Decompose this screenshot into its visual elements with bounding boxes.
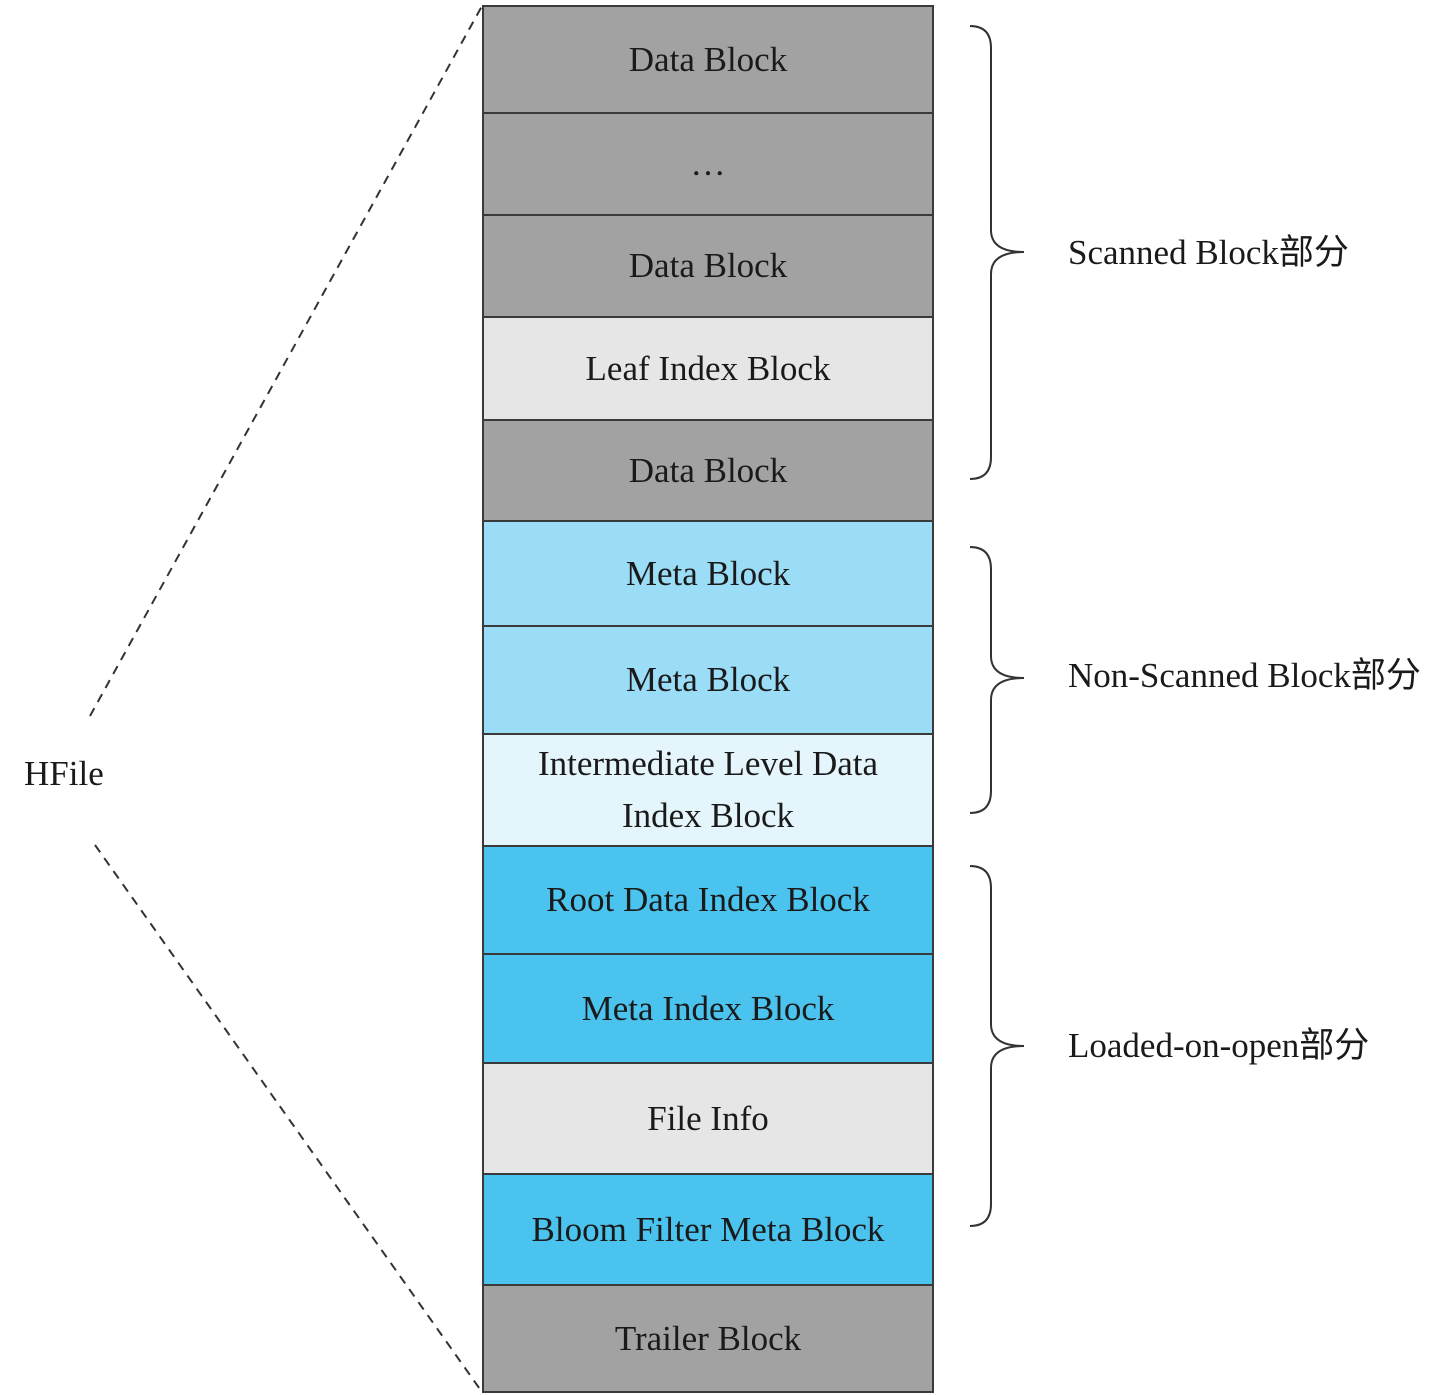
hfile-label: HFile bbox=[24, 754, 104, 793]
meta-block: Meta Block bbox=[484, 522, 932, 627]
hfile-bottom-dashed-line bbox=[94, 844, 483, 1393]
section-label-non-scanned: Non-Scanned Block部分 bbox=[1068, 656, 1421, 695]
hfile-top-dashed-line bbox=[89, 5, 483, 717]
bloom-filter-meta-block: Bloom Filter Meta Block bbox=[484, 1175, 932, 1286]
intermediate-level-data-index-block: Intermediate Level Data Index Block bbox=[484, 735, 932, 847]
leaf-index-block: Leaf Index Block bbox=[484, 318, 932, 421]
data-block: Data Block bbox=[484, 421, 932, 522]
data-block: Data Block bbox=[484, 216, 932, 318]
meta-block: Meta Block bbox=[484, 627, 932, 735]
ellipsis-block: … bbox=[484, 114, 932, 216]
meta-index-block: Meta Index Block bbox=[484, 955, 932, 1064]
data-block: Data Block bbox=[484, 7, 932, 114]
section-label-loaded-on-open: Loaded-on-open部分 bbox=[1068, 1026, 1370, 1065]
hfile-block-stack: Data Block … Data Block Leaf Index Block… bbox=[482, 5, 934, 1393]
root-data-index-block: Root Data Index Block bbox=[484, 847, 932, 955]
section-label-scanned: Scanned Block部分 bbox=[1068, 233, 1349, 272]
brace-loaded-on-open bbox=[969, 865, 1025, 1227]
trailer-block: Trailer Block bbox=[484, 1286, 932, 1391]
brace-scanned bbox=[969, 25, 1025, 480]
brace-non-scanned bbox=[969, 546, 1025, 814]
file-info-block: File Info bbox=[484, 1064, 932, 1175]
